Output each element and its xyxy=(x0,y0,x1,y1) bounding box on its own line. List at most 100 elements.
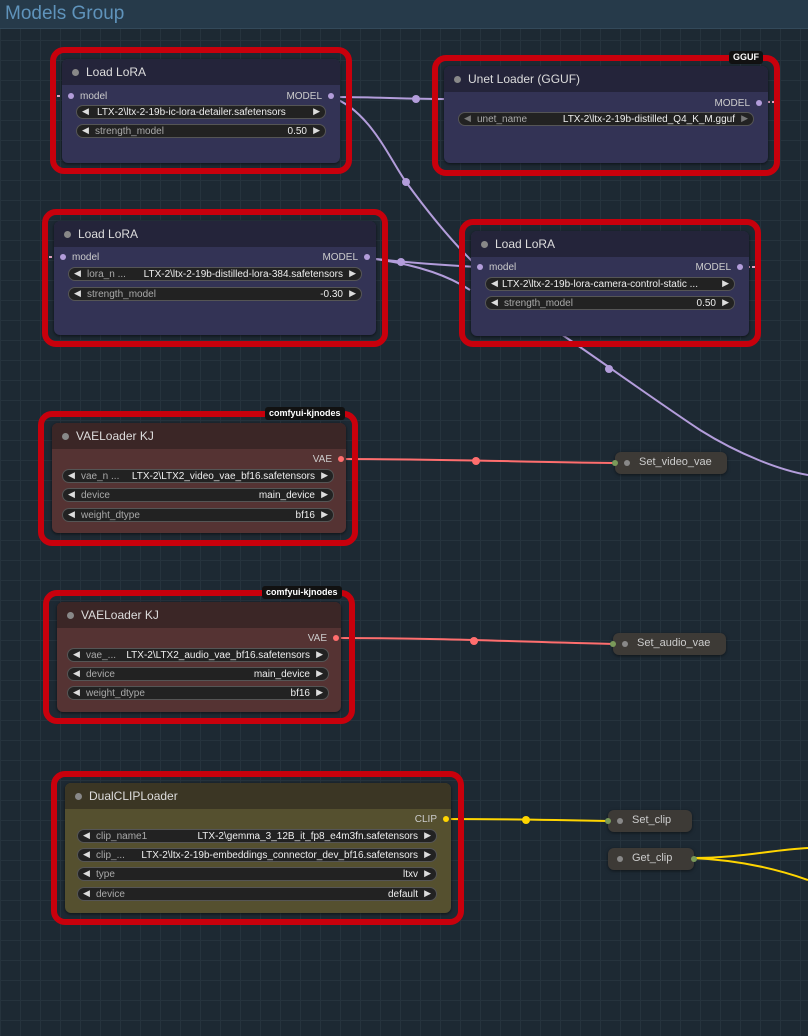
arrow-left-icon[interactable]: ◀ xyxy=(491,278,498,288)
arrow-right-icon[interactable]: ▶ xyxy=(321,509,328,519)
collapse-dot-icon[interactable] xyxy=(62,433,69,440)
arrow-right-icon[interactable]: ▶ xyxy=(313,125,320,135)
arrow-left-icon[interactable]: ◀ xyxy=(73,668,80,678)
model-output-pin-icon[interactable] xyxy=(364,254,370,260)
arrow-right-icon[interactable]: ▶ xyxy=(424,830,431,840)
load-lora-node-1[interactable]: Load LoRA model MODEL ◀ LTX-2\ltx-2-19b-… xyxy=(62,59,340,163)
arrow-left-icon[interactable]: ◀ xyxy=(83,868,90,878)
arrow-left-icon[interactable]: ◀ xyxy=(82,106,89,116)
group-title-bar[interactable]: Models Group xyxy=(0,0,808,29)
arrow-right-icon[interactable]: ▶ xyxy=(349,288,356,298)
vae-name-widget[interactable]: ◀ vae_... LTX-2\LTX2_audio_vae_bf16.safe… xyxy=(67,648,329,662)
node-header[interactable]: VAELoader KJ xyxy=(52,423,346,449)
type-widget[interactable]: ◀ type ltxv ▶ xyxy=(77,867,437,881)
model-input-pin-icon[interactable] xyxy=(68,93,74,99)
device-widget[interactable]: ◀ device main_device ▶ xyxy=(67,667,329,681)
model-output[interactable]: MODEL xyxy=(695,262,743,273)
model-output[interactable]: MODEL xyxy=(322,252,370,263)
arrow-left-icon[interactable]: ◀ xyxy=(83,830,90,840)
node-header[interactable]: Load LoRA xyxy=(62,59,340,85)
vae-loader-node-audio[interactable]: VAELoader KJ VAE ◀ vae_... LTX-2\LTX2_au… xyxy=(57,602,341,712)
vae-output-pin-icon[interactable] xyxy=(333,635,339,641)
node-header[interactable]: Load LoRA xyxy=(471,231,749,257)
strength-model-widget[interactable]: ◀ strength_model 0.50 ▶ xyxy=(76,124,326,138)
arrow-right-icon[interactable]: ▶ xyxy=(349,268,356,278)
set-video-vae-node[interactable]: Set_video_vae xyxy=(612,452,727,474)
collapse-dot-icon[interactable] xyxy=(72,69,79,76)
weight-dtype-widget[interactable]: ◀ weight_dtype bf16 ▶ xyxy=(67,686,329,700)
clip-output[interactable]: CLIP xyxy=(415,814,449,825)
device-widget[interactable]: ◀ device main_device ▶ xyxy=(62,488,334,502)
device-widget[interactable]: ◀ device default ▶ xyxy=(77,887,437,901)
arrow-left-icon[interactable]: ◀ xyxy=(73,649,80,659)
load-lora-node-3[interactable]: Load LoRA model MODEL ◀ LTX-2\ltx-2-19b-… xyxy=(471,231,749,336)
clip-name1-widget[interactable]: ◀ clip_name1 LTX-2\gemma_3_12B_it_fp8_e4… xyxy=(77,829,437,843)
arrow-left-icon[interactable]: ◀ xyxy=(74,268,81,278)
get-clip-node[interactable]: Get_clip xyxy=(608,848,697,870)
model-input-pin-icon[interactable] xyxy=(477,264,483,270)
arrow-left-icon[interactable]: ◀ xyxy=(73,687,80,697)
arrow-left-icon[interactable]: ◀ xyxy=(82,125,89,135)
collapse-dot-icon[interactable] xyxy=(481,241,488,248)
unet-name-widget[interactable]: ◀ unet_name LTX-2\ltx-2-19b-distilled_Q4… xyxy=(458,112,754,126)
model-output[interactable]: MODEL xyxy=(286,91,334,102)
model-input[interactable]: model xyxy=(60,252,99,263)
collapse-dot-icon[interactable] xyxy=(454,76,461,83)
arrow-right-icon[interactable]: ▶ xyxy=(316,649,323,659)
collapse-dot-icon[interactable] xyxy=(64,231,71,238)
vae-output-pin-icon[interactable] xyxy=(338,456,344,462)
arrow-right-icon[interactable]: ▶ xyxy=(313,106,320,116)
collapse-dot-icon[interactable] xyxy=(67,612,74,619)
arrow-right-icon[interactable]: ▶ xyxy=(321,470,328,480)
vae-output[interactable]: VAE xyxy=(313,454,344,465)
model-output-pin-icon[interactable] xyxy=(328,93,334,99)
lora-name-widget[interactable]: ◀ lora_n ... LTX-2\ltx-2-19b-distilled-l… xyxy=(68,267,362,281)
arrow-left-icon[interactable]: ◀ xyxy=(464,113,471,123)
arrow-right-icon[interactable]: ▶ xyxy=(424,849,431,859)
model-input[interactable]: model xyxy=(68,91,107,102)
arrow-left-icon[interactable]: ◀ xyxy=(491,297,498,307)
output-pin-icon[interactable] xyxy=(691,856,697,862)
set-audio-vae-node[interactable]: Set_audio_vae xyxy=(610,633,726,655)
arrow-right-icon[interactable]: ▶ xyxy=(424,868,431,878)
collapse-dot-icon[interactable] xyxy=(617,818,623,824)
vae-output[interactable]: VAE xyxy=(308,633,339,644)
collapse-dot-icon[interactable] xyxy=(622,641,628,647)
input-pin-icon[interactable] xyxy=(605,818,611,824)
input-pin-icon[interactable] xyxy=(610,641,616,647)
lora-name-widget[interactable]: ◀ LTX-2\ltx-2-19b-ic-lora-detailer.safet… xyxy=(76,105,326,119)
model-input-pin-icon[interactable] xyxy=(60,254,66,260)
arrow-left-icon[interactable]: ◀ xyxy=(68,489,75,499)
strength-model-widget[interactable]: ◀ strength_model -0.30 ▶ xyxy=(68,287,362,301)
arrow-left-icon[interactable]: ◀ xyxy=(83,849,90,859)
input-pin-icon[interactable] xyxy=(612,460,618,466)
arrow-left-icon[interactable]: ◀ xyxy=(74,288,81,298)
collapse-dot-icon[interactable] xyxy=(75,793,82,800)
arrow-right-icon[interactable]: ▶ xyxy=(316,668,323,678)
model-input[interactable]: model xyxy=(477,262,516,273)
lora-name-widget[interactable]: ◀ LTX-2\ltx-2-19b-lora-camera-control-st… xyxy=(485,277,735,291)
node-header[interactable]: Load LoRA xyxy=(54,221,376,247)
arrow-right-icon[interactable]: ▶ xyxy=(321,489,328,499)
model-output-pin-icon[interactable] xyxy=(756,100,762,106)
vae-loader-node-video[interactable]: VAELoader KJ VAE ◀ vae_n ... LTX-2\LTX2_… xyxy=(52,423,346,533)
set-clip-node[interactable]: Set_clip xyxy=(605,810,692,832)
arrow-left-icon[interactable]: ◀ xyxy=(83,888,90,898)
strength-model-widget[interactable]: ◀ strength_model 0.50 ▶ xyxy=(485,296,735,310)
model-output-pin-icon[interactable] xyxy=(737,264,743,270)
collapse-dot-icon[interactable] xyxy=(624,460,630,466)
arrow-right-icon[interactable]: ▶ xyxy=(722,278,729,288)
unet-loader-node[interactable]: Unet Loader (GGUF) MODEL ◀ unet_name LTX… xyxy=(444,66,768,163)
dual-clip-loader-node[interactable]: DualCLIPLoader CLIP ◀ clip_name1 LTX-2\g… xyxy=(65,783,451,913)
model-output[interactable]: MODEL xyxy=(714,98,762,109)
load-lora-node-2[interactable]: Load LoRA model MODEL ◀ lora_n ... LTX-2… xyxy=(54,221,376,335)
arrow-left-icon[interactable]: ◀ xyxy=(68,470,75,480)
arrow-right-icon[interactable]: ▶ xyxy=(316,687,323,697)
collapse-dot-icon[interactable] xyxy=(617,856,623,862)
arrow-left-icon[interactable]: ◀ xyxy=(68,509,75,519)
clip-name2-widget[interactable]: ◀ clip_... LTX-2\ltx-2-19b-embeddings_co… xyxy=(77,848,437,862)
arrow-right-icon[interactable]: ▶ xyxy=(424,888,431,898)
weight-dtype-widget[interactable]: ◀ weight_dtype bf16 ▶ xyxy=(62,508,334,522)
arrow-right-icon[interactable]: ▶ xyxy=(741,113,748,123)
clip-output-pin-icon[interactable] xyxy=(443,816,449,822)
